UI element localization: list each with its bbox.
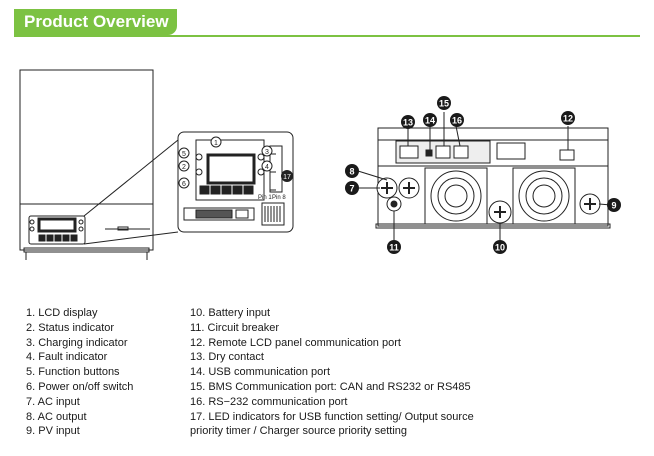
section-title: Product Overview — [24, 12, 169, 31]
callout-13: 13 — [403, 118, 413, 128]
legend-right-column: 10. Battery input 11. Circuit breaker 12… — [190, 306, 474, 439]
callout-17: 17 — [283, 174, 291, 181]
legend-item: 3. Charging indicator — [26, 336, 128, 349]
legend-item: 16. RS−232 communication port — [190, 395, 348, 408]
inverter-front-view — [19, 69, 154, 260]
callout-1: 1 — [214, 140, 218, 147]
callout-7: 7 — [349, 184, 354, 194]
legend-item: 13. Dry contact — [190, 351, 264, 364]
legend-item: 9. PV input — [26, 425, 80, 438]
callout-5: 5 — [182, 151, 186, 158]
legend-item: 4. Fault indicator — [26, 351, 108, 364]
callout-9: 9 — [611, 201, 616, 211]
callout-15: 15 — [439, 99, 449, 109]
legend-item: 11. Circuit breaker — [190, 321, 280, 334]
legend-item: 14. USB communication port — [190, 366, 331, 379]
legend-item: 5. Function buttons — [26, 366, 120, 379]
callout-11: 11 — [389, 243, 399, 253]
callout-16: 16 — [452, 116, 462, 126]
legend-left-column: 1. LCD display 2. Status indicator 3. Ch… — [26, 306, 133, 439]
title-underline — [14, 35, 640, 37]
legend-item: 12. Remote LCD panel communication port — [190, 336, 401, 349]
legend-item: 17. LED indicators for USB function sett… — [190, 410, 474, 423]
callout-3: 3 — [265, 149, 269, 156]
product-diagram: Pin 1 Pin 8 5 1 2 3 4 6 17 — [19, 69, 621, 260]
section-title-banner: Product Overview — [14, 9, 177, 35]
pin8-label: Pin 8 — [272, 195, 286, 201]
callout-6: 6 — [182, 181, 186, 188]
pin1-label: Pin 1 — [258, 195, 272, 201]
legend-item: 6. Power on/off switch — [26, 380, 134, 393]
legend-item: 1. LCD display — [26, 307, 98, 319]
legend-item: 2. Status indicator — [26, 321, 115, 334]
callout-12: 12 — [563, 114, 573, 124]
legend-item: 15. BMS Communication port: CAN and RS23… — [190, 380, 471, 393]
legend-item: 10. Battery input — [190, 307, 271, 319]
inverter-bottom-view — [357, 112, 612, 240]
legend-item: priority timer / Charger source priority… — [190, 425, 408, 438]
callout-10: 10 — [495, 243, 505, 253]
callout-4: 4 — [265, 164, 269, 171]
callout-2: 2 — [182, 164, 186, 171]
bottom-callouts: 8 7 9 10 11 12 13 14 15 16 — [345, 96, 621, 254]
legend-item: 7. AC input — [26, 395, 80, 408]
callout-8: 8 — [349, 167, 354, 177]
lcd-callouts: 5 1 2 3 4 6 17 — [178, 136, 293, 189]
callout-14: 14 — [425, 116, 435, 126]
lcd-panel-detail — [83, 131, 294, 245]
legend-item: 8. AC output — [26, 410, 87, 423]
